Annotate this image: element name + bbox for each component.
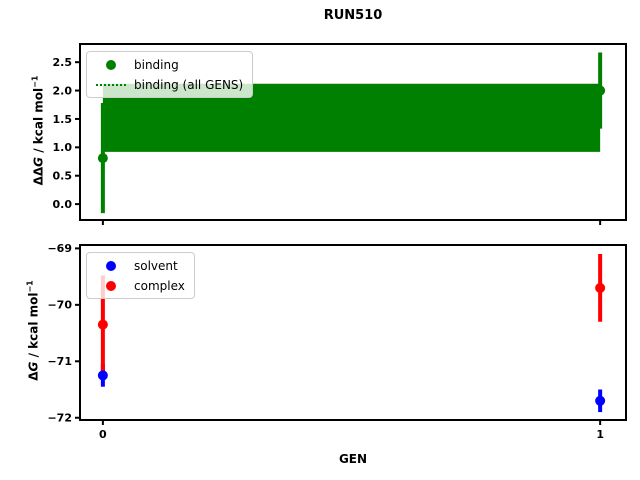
binding-point [97, 153, 108, 164]
x-tick-label: 0 [99, 428, 107, 441]
x-tick-label: 1 [596, 428, 604, 441]
dg-axis-label: ΔG / kcal mol−1 [26, 231, 41, 431]
legend-item-binding: binding [96, 57, 243, 72]
y-tick-label: 2.5 [53, 56, 73, 69]
marker-glyph [106, 59, 116, 70]
ylabel-delta: ΔΔ [31, 166, 46, 186]
ylabel-delta: Δ [26, 371, 41, 381]
dotted-line-icon [96, 83, 126, 86]
solvent-point [97, 370, 108, 381]
legend-label: binding [134, 57, 179, 72]
complex-point [595, 282, 606, 293]
y-tick-label: −70 [47, 299, 72, 312]
legend-label: binding (all GENS) [134, 77, 244, 92]
legend-label: solvent [134, 258, 178, 273]
binding-point [595, 85, 606, 96]
axes-frame [79, 244, 627, 421]
dot-marker-icon [96, 280, 126, 291]
ylabel-exponent: −1 [30, 75, 40, 88]
legend-item-complex: complex [96, 278, 185, 293]
ylabel-exponent: −1 [25, 280, 35, 293]
y-tick-label: 2.0 [53, 84, 73, 97]
legend-label: complex [134, 278, 185, 293]
dg-legend: solvent complex [86, 252, 195, 299]
marker-glyph [96, 83, 126, 86]
y-tick-label: 1.0 [53, 141, 73, 154]
y-tick-label: 0.5 [53, 170, 73, 183]
y-tick-label: −71 [47, 355, 72, 368]
legend-item-binding-all-gens-: binding (all GENS) [96, 77, 243, 92]
dot-marker-icon [96, 260, 126, 271]
ylabel-symbol: G [26, 361, 41, 372]
gen-axis-label: GEN [338, 452, 368, 466]
y-tick-label: 0.0 [53, 198, 73, 211]
ddg-axis-label: ΔΔG / kcal mol−1 [31, 31, 46, 231]
ylabel-unit: / kcal mol [31, 87, 46, 157]
complex-point [97, 319, 108, 330]
axes-frame [79, 43, 627, 221]
y-tick-label: −69 [47, 242, 72, 255]
legend-item-solvent: solvent [96, 258, 185, 273]
marker-glyph [106, 260, 116, 271]
ylabel-symbol: G [31, 156, 46, 167]
solvent-point [595, 395, 606, 406]
ylabel-unit: / kcal mol [26, 292, 41, 362]
y-tick-label: 1.5 [53, 113, 73, 126]
marker-glyph [106, 280, 116, 291]
y-tick-label: −72 [47, 412, 72, 425]
ddg-legend: binding binding (all GENS) [86, 51, 254, 98]
dot-marker-icon [96, 59, 126, 70]
figure-title: RUN510 [323, 8, 383, 23]
